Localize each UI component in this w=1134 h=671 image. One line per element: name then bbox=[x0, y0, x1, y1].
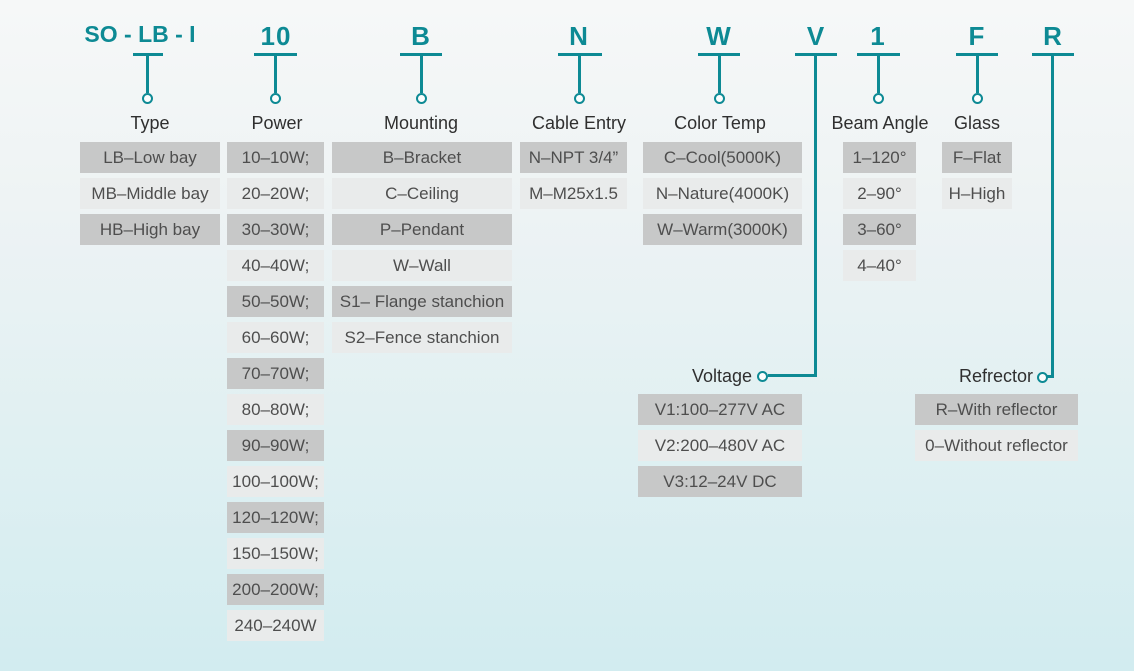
category-label-mounting: Mounting bbox=[383, 113, 459, 133]
beam-angle-options-list: 1–120° 2–90° 3–60° 4–40° bbox=[843, 142, 916, 286]
connector-dot-beam-angle bbox=[873, 93, 884, 104]
category-label-cable-entry: Cable Entry bbox=[531, 113, 627, 133]
voltage-options-list: V1:100–277V AC V2:200–480V AC V3:12–24V DC bbox=[638, 394, 802, 502]
power-option-row: 150–150W; bbox=[227, 538, 324, 569]
power-option-row: 80–80W; bbox=[227, 394, 324, 425]
connector-bar-glass bbox=[956, 53, 998, 56]
connector-elbow-voltage bbox=[768, 374, 817, 377]
reflector-option-row: R–With reflector bbox=[915, 394, 1078, 425]
code-segment-beam-angle: 1 bbox=[870, 21, 886, 51]
code-segment-mounting: B bbox=[411, 21, 431, 51]
type-option-row: HB–High bay bbox=[80, 214, 220, 245]
category-label-voltage: Voltage bbox=[691, 366, 752, 386]
power-option-row: 50–50W; bbox=[227, 286, 324, 317]
connector-bar-type bbox=[133, 53, 163, 56]
connector-dot-cable-entry bbox=[574, 93, 585, 104]
code-segment-cable-entry: N bbox=[569, 21, 589, 51]
cable-entry-options-list: N–NPT 3/4” M–M25x1.5 bbox=[520, 142, 627, 214]
connector-line-glass bbox=[976, 56, 979, 93]
beam-angle-option-row: 1–120° bbox=[843, 142, 916, 173]
power-option-row: 40–40W; bbox=[227, 250, 324, 281]
connector-line-power bbox=[274, 56, 277, 93]
connector-line-type bbox=[146, 56, 149, 93]
connector-dot-mounting bbox=[416, 93, 427, 104]
beam-angle-option-row: 2–90° bbox=[843, 178, 916, 209]
connector-dot-type bbox=[142, 93, 153, 104]
category-label-type: Type bbox=[130, 113, 170, 133]
connector-line-color-temp bbox=[718, 56, 721, 93]
connector-bar-mounting bbox=[400, 53, 442, 56]
code-segment-voltage: V bbox=[806, 21, 826, 51]
connector-dot-glass bbox=[972, 93, 983, 104]
code-segment-type: SO - LB - I bbox=[84, 21, 196, 47]
connector-dot-reflector bbox=[1037, 372, 1048, 383]
type-option-row: MB–Middle bay bbox=[80, 178, 220, 209]
reflector-options-list: R–With reflector 0–Without reflector bbox=[915, 394, 1078, 466]
mounting-option-row: B–Bracket bbox=[332, 142, 512, 173]
power-option-row: 20–20W; bbox=[227, 178, 324, 209]
color-temp-option-row: C–Cool(5000K) bbox=[643, 142, 802, 173]
power-option-row: 200–200W; bbox=[227, 574, 324, 605]
code-segment-glass: F bbox=[968, 21, 986, 51]
code-segment-power: 10 bbox=[260, 21, 292, 51]
glass-option-row: F–Flat bbox=[942, 142, 1012, 173]
mounting-option-row: S1– Flange stanchion bbox=[332, 286, 512, 317]
mounting-option-row: S2–Fence stanchion bbox=[332, 322, 512, 353]
connector-line-voltage bbox=[814, 56, 817, 377]
type-option-row: LB–Low bay bbox=[80, 142, 220, 173]
connector-line-cable-entry bbox=[578, 56, 581, 93]
connector-bar-beam-angle bbox=[857, 53, 900, 56]
power-option-row: 90–90W; bbox=[227, 430, 324, 461]
color-temp-option-row: W–Warm(3000K) bbox=[643, 214, 802, 245]
category-label-power: Power bbox=[251, 113, 303, 133]
beam-angle-option-row: 3–60° bbox=[843, 214, 916, 245]
connector-elbow-reflector bbox=[1047, 375, 1054, 378]
connector-dot-voltage bbox=[757, 371, 768, 382]
connector-bar-reflector bbox=[1032, 53, 1074, 56]
power-option-row: 240–240W bbox=[227, 610, 324, 641]
power-option-row: 120–120W; bbox=[227, 502, 324, 533]
category-label-reflector: Refrector bbox=[958, 366, 1033, 386]
power-option-row: 10–10W; bbox=[227, 142, 324, 173]
mounting-option-row: W–Wall bbox=[332, 250, 512, 281]
connector-line-mounting bbox=[420, 56, 423, 93]
connector-bar-power bbox=[254, 53, 297, 56]
voltage-option-row: V2:200–480V AC bbox=[638, 430, 802, 461]
voltage-option-row: V1:100–277V AC bbox=[638, 394, 802, 425]
power-option-row: 70–70W; bbox=[227, 358, 324, 389]
power-option-row: 60–60W; bbox=[227, 322, 324, 353]
power-option-row: 100–100W; bbox=[227, 466, 324, 497]
color-temp-options-list: C–Cool(5000K) N–Nature(4000K) W–Warm(3000K… bbox=[643, 142, 802, 250]
connector-dot-color-temp bbox=[714, 93, 725, 104]
beam-angle-option-row: 4–40° bbox=[843, 250, 916, 281]
power-options-list: 10–10W; 20–20W; 30–30W; 40–40W; 50–50W; 60–60… bbox=[227, 142, 324, 646]
category-label-glass: Glass bbox=[953, 113, 1001, 133]
cable-entry-option-row: N–NPT 3/4” bbox=[520, 142, 627, 173]
category-label-color-temp: Color Temp bbox=[674, 113, 766, 133]
code-segment-color-temp: W bbox=[706, 21, 732, 51]
mounting-option-row: C–Ceiling bbox=[332, 178, 512, 209]
connector-bar-color-temp bbox=[698, 53, 740, 56]
category-label-beam-angle: Beam Angle bbox=[831, 113, 929, 133]
cable-entry-option-row: M–M25x1.5 bbox=[520, 178, 627, 209]
color-temp-option-row: N–Nature(4000K) bbox=[643, 178, 802, 209]
connector-dot-power bbox=[270, 93, 281, 104]
glass-option-row: H–High bbox=[942, 178, 1012, 209]
voltage-option-row: V3:12–24V DC bbox=[638, 466, 802, 497]
connector-line-reflector bbox=[1051, 56, 1054, 378]
mounting-option-row: P–Pendant bbox=[332, 214, 512, 245]
code-segment-reflector: R bbox=[1043, 21, 1063, 51]
power-option-row: 30–30W; bbox=[227, 214, 324, 245]
connector-bar-cable-entry bbox=[558, 53, 602, 56]
connector-bar-voltage bbox=[795, 53, 837, 56]
connector-line-beam-angle bbox=[877, 56, 880, 93]
reflector-option-row: 0–Without reflector bbox=[915, 430, 1078, 461]
